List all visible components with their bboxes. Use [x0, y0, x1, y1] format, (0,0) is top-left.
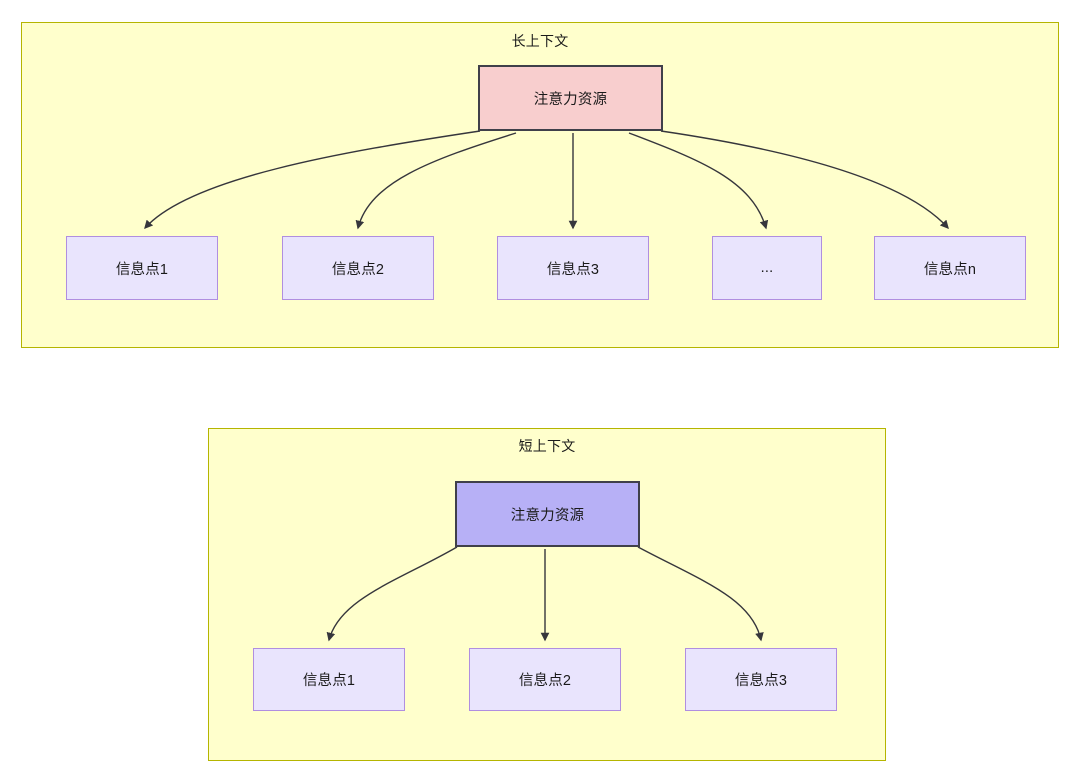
node-info-point-short-3[interactable]: 信息点3: [685, 648, 837, 711]
panel-short-context-title: 短上下文: [518, 438, 576, 454]
node-attention-resource-long[interactable]: 注意力资源: [478, 65, 663, 131]
node-info-point-short-1[interactable]: 信息点1: [253, 648, 405, 711]
node-attention-resource-short[interactable]: 注意力资源: [455, 481, 640, 547]
node-info-point-short-2[interactable]: 信息点2: [469, 648, 621, 711]
node-info-point-long-3[interactable]: 信息点3: [497, 236, 649, 300]
panel-long-context-title: 长上下文: [511, 33, 569, 49]
node-info-point-long-ellipsis[interactable]: ...: [712, 236, 822, 300]
node-info-point-long-1[interactable]: 信息点1: [66, 236, 218, 300]
panel-short-context: 短上下文: [208, 428, 886, 761]
node-info-point-long-2[interactable]: 信息点2: [282, 236, 434, 300]
node-info-point-long-n[interactable]: 信息点n: [874, 236, 1026, 300]
